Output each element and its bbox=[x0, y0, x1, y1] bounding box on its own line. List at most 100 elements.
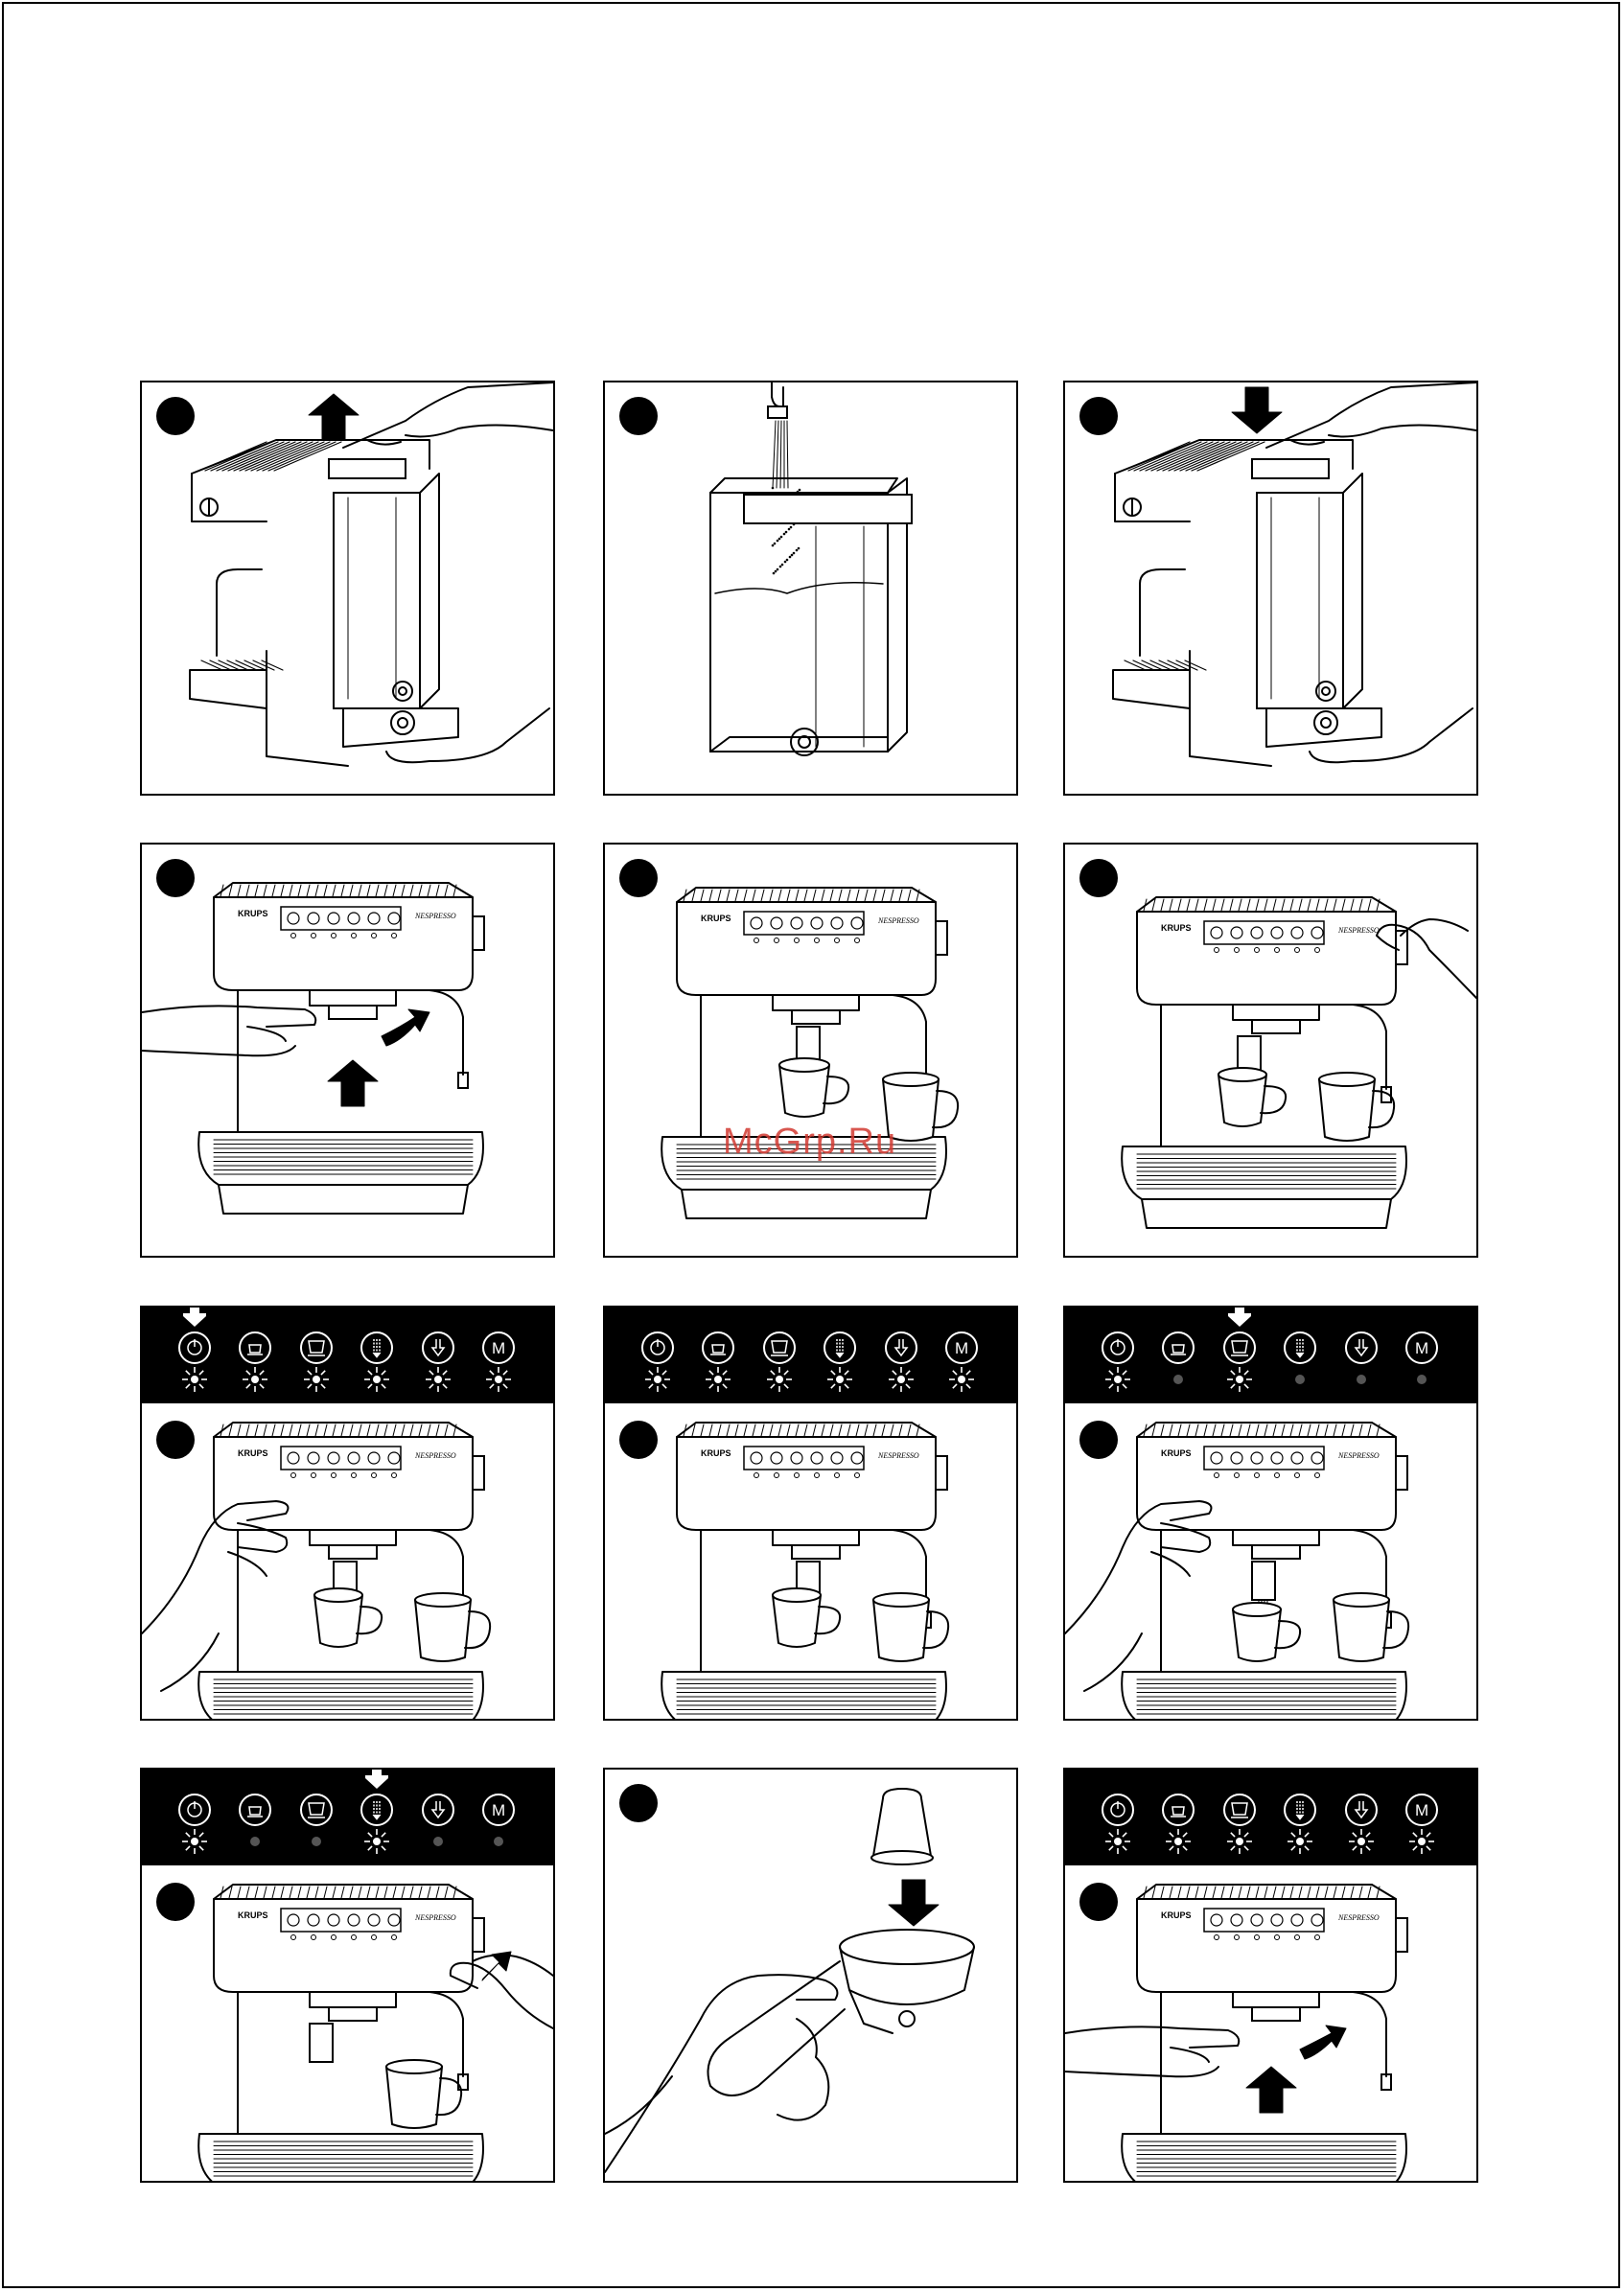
cp-button-lungo-cup-icon bbox=[301, 1794, 332, 1825]
step-marker bbox=[619, 1421, 658, 1459]
step-marker bbox=[619, 397, 658, 435]
step-marker bbox=[1079, 397, 1118, 435]
cp-button-hot-water-icon bbox=[423, 1794, 453, 1825]
line-drawing bbox=[142, 382, 553, 794]
cp-button-espresso-cup-icon bbox=[240, 1794, 270, 1825]
indicator-light-off bbox=[494, 1837, 503, 1846]
brand-logo-secondary: NESPRESSO bbox=[877, 1451, 919, 1460]
cp-button-steam-icon bbox=[1285, 1332, 1315, 1363]
press-arrow-icon bbox=[1228, 1313, 1251, 1327]
brand-logo: KRUPS bbox=[1161, 923, 1192, 933]
step-marker bbox=[156, 397, 195, 435]
brand-logo-secondary: NESPRESSO bbox=[1337, 1451, 1380, 1460]
step-marker bbox=[619, 859, 658, 897]
indicator-light-on bbox=[1174, 1838, 1182, 1845]
line-drawing: KRUPS NESPRESSO bbox=[1065, 1865, 1476, 2181]
indicator-light-off bbox=[250, 1837, 260, 1846]
brand-logo-secondary: NESPRESSO bbox=[414, 1913, 456, 1922]
illustration-panel-12: M KRUPS NESPRESSO bbox=[1063, 1768, 1478, 2183]
illustration-panel-8: M KRUPS NESPRESSO bbox=[603, 1306, 1018, 1721]
indicator-light-on bbox=[776, 1376, 783, 1383]
press-arrow-icon bbox=[183, 1313, 206, 1327]
line-drawing bbox=[605, 382, 1016, 794]
indicator-light-on bbox=[958, 1376, 965, 1383]
indicator-light-on bbox=[1114, 1838, 1122, 1845]
indicator-light-on bbox=[495, 1376, 502, 1383]
cp-button-espresso-cup-icon bbox=[240, 1332, 270, 1363]
line-drawing: KRUPS NESPRESSO bbox=[142, 1865, 553, 2181]
step-marker bbox=[156, 859, 195, 897]
illustration-panel-3 bbox=[1063, 381, 1478, 796]
cp-button-steam-icon bbox=[361, 1794, 392, 1825]
brand-logo: KRUPS bbox=[238, 1448, 268, 1458]
brand-logo-secondary: NESPRESSO bbox=[1337, 1913, 1380, 1922]
indicator-light-on bbox=[313, 1376, 320, 1383]
lift-arrow-icon bbox=[1246, 2067, 1296, 2113]
indicator-light-on bbox=[373, 1376, 381, 1383]
control-panel-strip: M bbox=[1065, 1308, 1476, 1403]
cp-button-power-icon bbox=[642, 1332, 673, 1363]
indicator-light-off bbox=[1357, 1375, 1366, 1384]
cp-button-memory: M bbox=[1406, 1794, 1437, 1825]
illustration-panel-2 bbox=[603, 381, 1018, 796]
indicator-light-off bbox=[312, 1837, 321, 1846]
cp-button-hot-water-icon bbox=[1346, 1794, 1377, 1825]
illustration-panel-1 bbox=[140, 381, 555, 796]
illustration-panel-11 bbox=[603, 1768, 1018, 2183]
insert-arrow-icon bbox=[889, 1880, 939, 1926]
control-panel-strip: M bbox=[605, 1308, 1016, 1403]
brand-logo: KRUPS bbox=[701, 1448, 731, 1458]
illustration-panel-5: KRUPS NESPRESSO bbox=[603, 843, 1018, 1258]
indicator-light-off bbox=[433, 1837, 443, 1846]
insert-arrow-icon bbox=[1232, 387, 1282, 433]
svg-text:M: M bbox=[955, 1339, 968, 1357]
cp-button-espresso-cup-icon bbox=[703, 1332, 733, 1363]
indicator-light-on bbox=[1357, 1838, 1365, 1845]
indicator-light-on bbox=[654, 1376, 661, 1383]
lift-arrow-icon bbox=[328, 1060, 378, 1106]
indicator-light-on bbox=[836, 1376, 844, 1383]
cp-button-lungo-cup-icon bbox=[1224, 1332, 1255, 1363]
brand-logo: KRUPS bbox=[701, 914, 731, 923]
indicator-light-on bbox=[714, 1376, 722, 1383]
step-marker bbox=[156, 1883, 195, 1921]
cp-button-power-icon bbox=[179, 1794, 210, 1825]
line-drawing bbox=[605, 1770, 1016, 2181]
indicator-light-on bbox=[1296, 1838, 1304, 1845]
cp-button-memory: M bbox=[946, 1332, 977, 1363]
cp-button-power-icon bbox=[179, 1332, 210, 1363]
svg-text:M: M bbox=[1415, 1801, 1428, 1819]
brand-logo-secondary: NESPRESSO bbox=[877, 916, 919, 925]
cp-button-lungo-cup-icon bbox=[764, 1332, 795, 1363]
illustration-panel-6: KRUPS NESPRESSO bbox=[1063, 843, 1478, 1258]
control-panel-strip: M bbox=[1065, 1770, 1476, 1865]
control-panel-strip: M bbox=[142, 1308, 553, 1403]
svg-text:M: M bbox=[492, 1801, 505, 1819]
brand-logo: KRUPS bbox=[238, 1910, 268, 1920]
indicator-light-on bbox=[434, 1376, 442, 1383]
line-drawing: KRUPS NESPRESSO bbox=[605, 845, 1016, 1256]
control-panel-strip: M bbox=[142, 1770, 553, 1865]
step-marker bbox=[1079, 1421, 1118, 1459]
illustration-panel-10: M KRUPS NESPRESSO bbox=[140, 1768, 555, 2183]
brand-logo-secondary: NESPRESSO bbox=[1337, 926, 1380, 935]
cp-button-lungo-cup-icon bbox=[301, 1332, 332, 1363]
cp-button-lungo-cup-icon bbox=[1224, 1794, 1255, 1825]
cp-button-steam-icon bbox=[824, 1332, 855, 1363]
brand-logo: KRUPS bbox=[1161, 1910, 1192, 1920]
line-drawing: KRUPSNESPRESSO bbox=[142, 845, 553, 1256]
indicator-light-on bbox=[191, 1838, 198, 1845]
svg-text:M: M bbox=[1415, 1339, 1428, 1357]
watermark: McGrp.Ru bbox=[723, 1122, 896, 1163]
line-drawing: KRUPS NESPRESSO bbox=[1065, 845, 1476, 1256]
press-arrow-icon bbox=[365, 1775, 388, 1789]
cp-button-hot-water-icon bbox=[886, 1332, 916, 1363]
cp-button-memory: M bbox=[483, 1794, 514, 1825]
line-drawing: KRUPS NESPRESSO bbox=[605, 1403, 1016, 1719]
lift-arrow-icon bbox=[309, 394, 359, 440]
indicator-light-on bbox=[1114, 1376, 1122, 1383]
